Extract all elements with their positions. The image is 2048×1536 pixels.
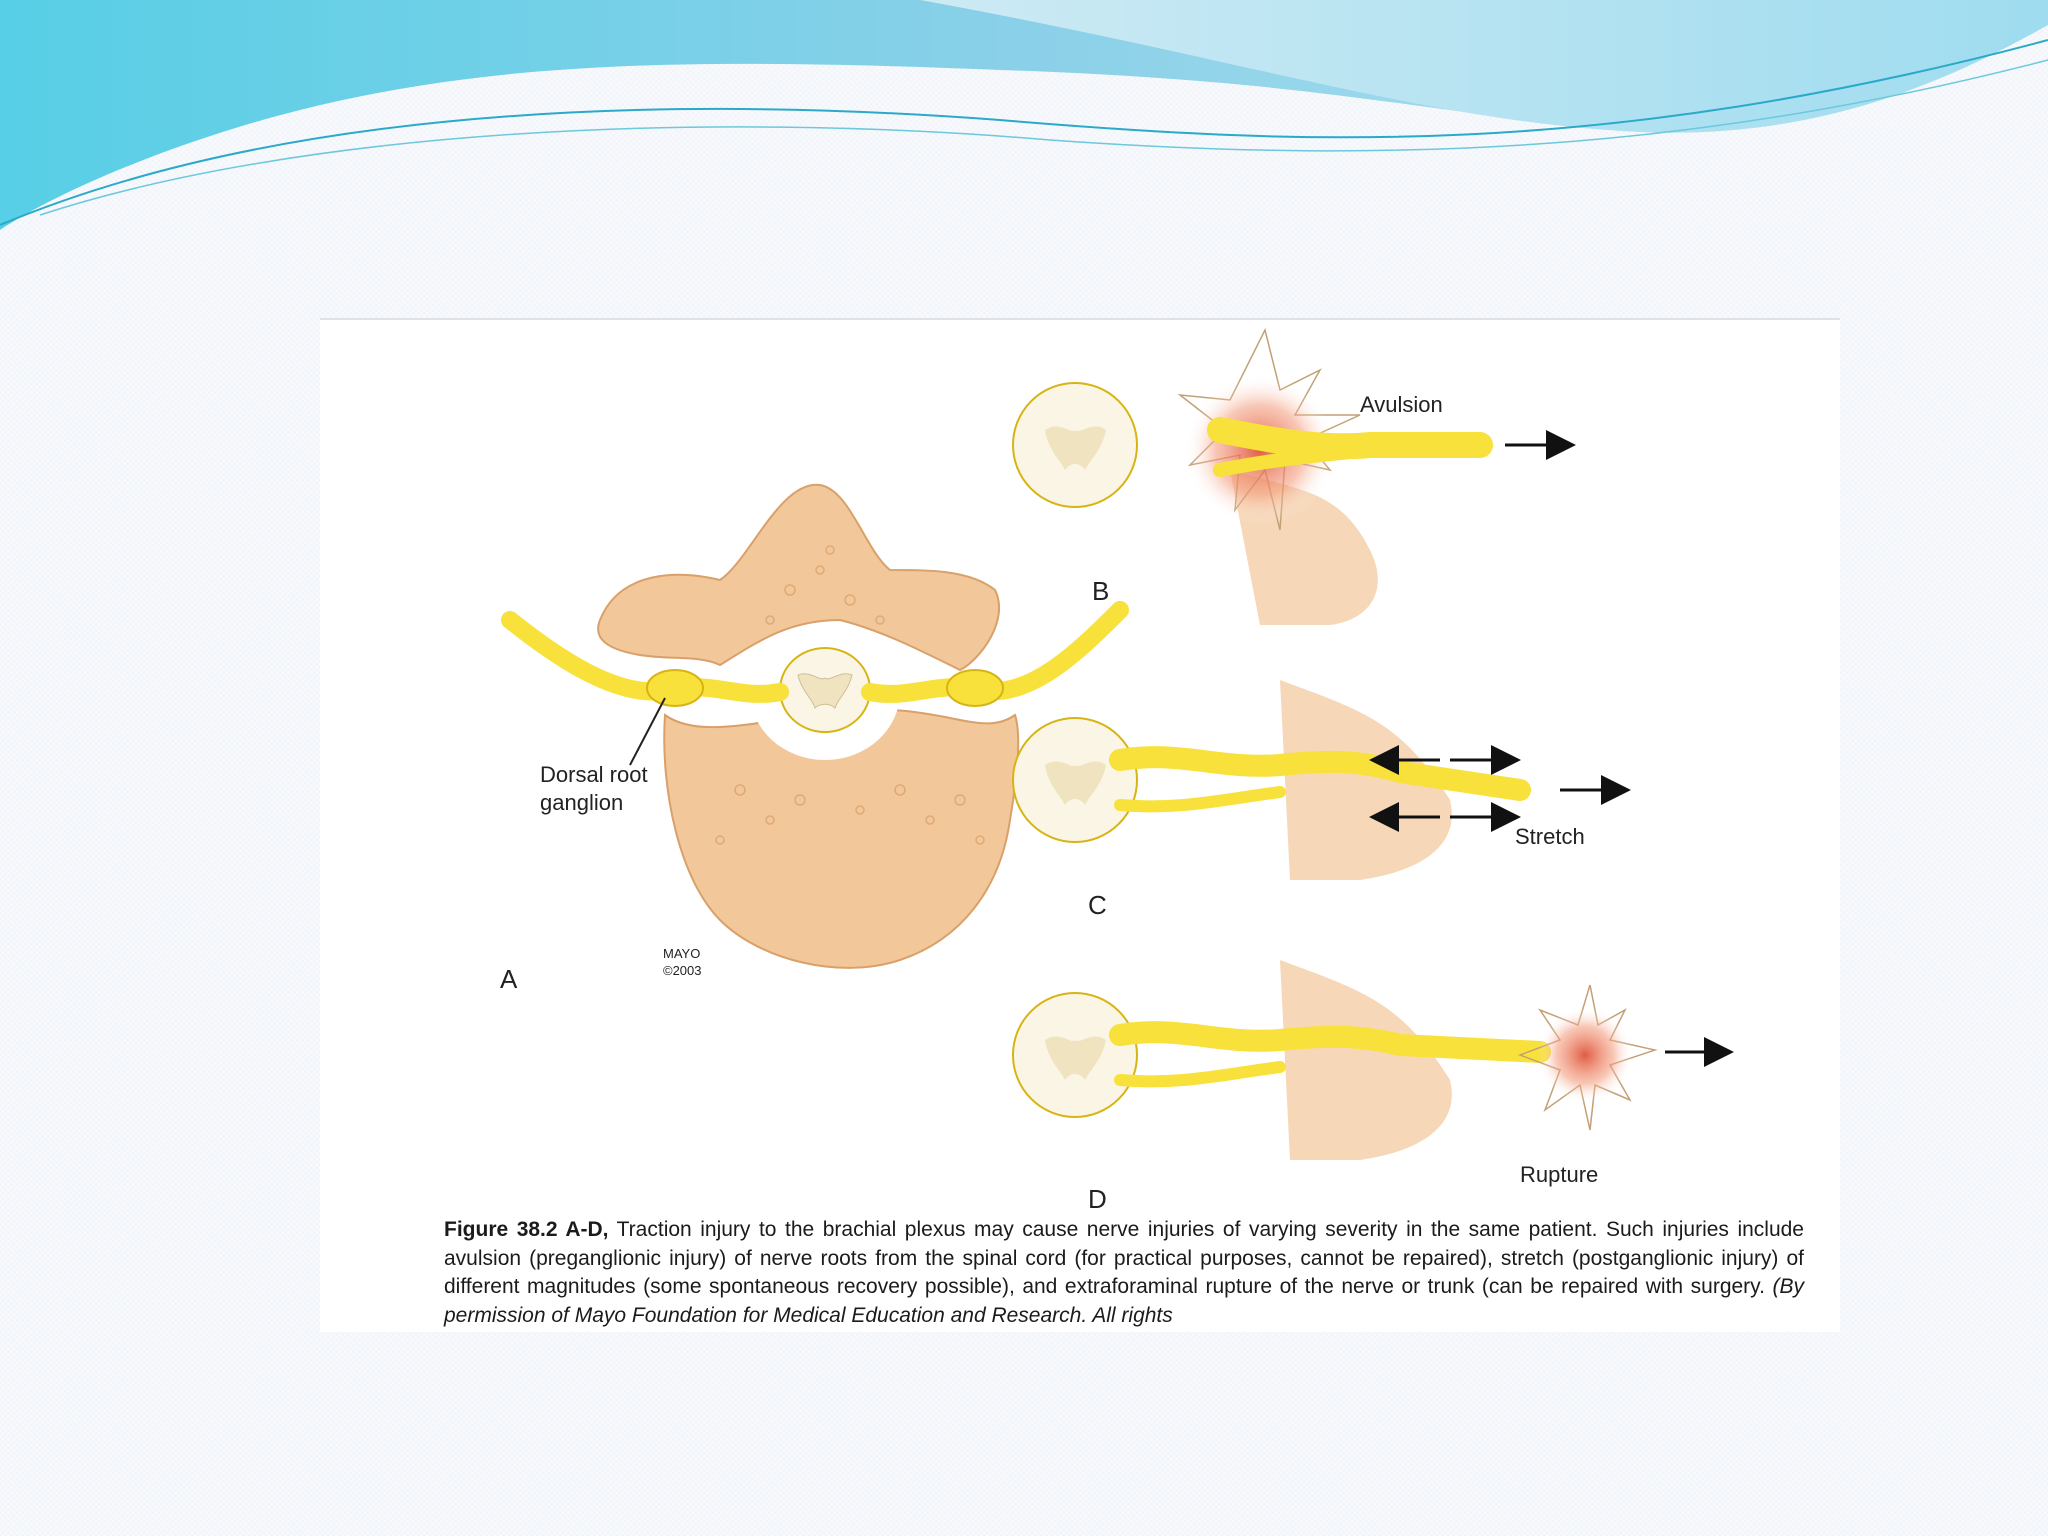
panel-label-b: B — [1092, 576, 1109, 606]
caption-credit: (By permission of Mayo Foundation for Me… — [444, 1275, 1804, 1327]
panel-c-stretch — [1012, 680, 1631, 880]
label-avulsion: Avulsion — [1360, 392, 1443, 417]
panel-label-c: C — [1088, 890, 1107, 920]
mayo-credit-line2: ©2003 — [663, 963, 702, 978]
header-wave-decoration — [0, 0, 2048, 230]
caption-figure-label: Figure 38.2 A-D, — [444, 1218, 609, 1241]
mayo-credit-line1: MAYO — [663, 946, 700, 961]
panel-a-vertebra — [501, 483, 1129, 969]
label-rupture: Rupture — [1520, 1162, 1598, 1187]
label-dorsal-root-line1: Dorsal root — [540, 762, 648, 787]
panel-d-rupture — [1012, 960, 1734, 1160]
caption-body: Traction injury to the brachial plexus m… — [444, 1218, 1804, 1298]
label-dorsal-root-line2: ganglion — [540, 790, 623, 815]
panel-b-avulsion — [1012, 327, 1576, 625]
brachial-plexus-illustration: A B C D Avulsion Stretch Rupture Dorsal … — [500, 327, 1734, 1214]
label-stretch: Stretch — [1515, 824, 1585, 849]
panel-label-d: D — [1088, 1184, 1107, 1214]
figure-panel: A B C D Avulsion Stretch Rupture Dorsal … — [320, 318, 1840, 1332]
dorsal-root-pointer — [629, 697, 666, 766]
figure-caption: Figure 38.2 A-D, Traction injury to the … — [444, 1216, 1804, 1330]
panel-label-a: A — [500, 964, 518, 994]
